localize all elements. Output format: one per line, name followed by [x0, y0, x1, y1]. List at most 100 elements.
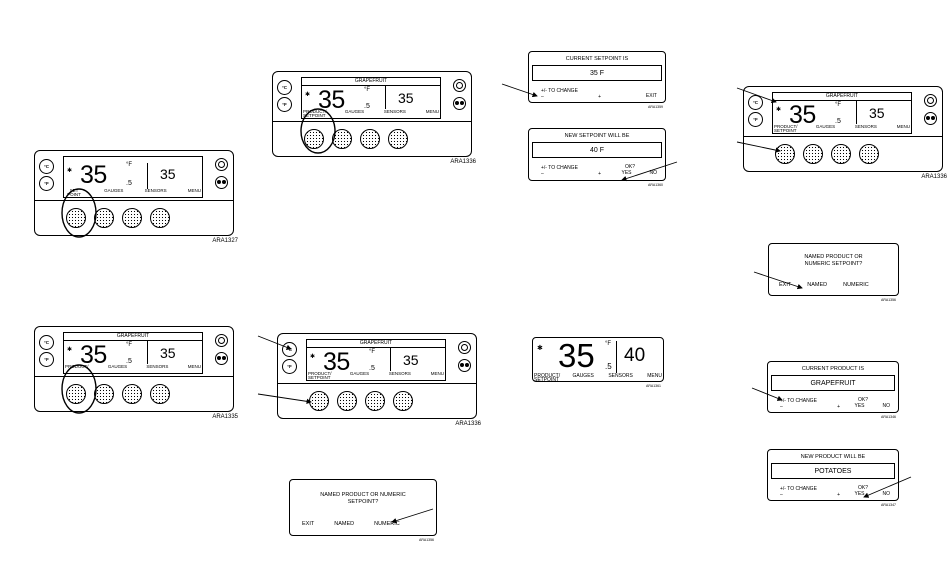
plus-key-label[interactable]: + — [598, 94, 601, 100]
display-separator — [616, 341, 617, 373]
setpoint-value: 35 — [869, 105, 885, 121]
setpoint-value: 35 — [398, 90, 414, 106]
soft-key-4-button[interactable] — [388, 129, 408, 149]
plus-key-label[interactable]: + — [837, 492, 840, 498]
soft-key-1-button[interactable] — [309, 391, 329, 411]
temperature-f-icon[interactable]: °F — [282, 359, 297, 374]
controller-divider — [743, 136, 943, 137]
snowflake-icon: ✱ — [67, 347, 73, 353]
temperature-decimal: .5 — [126, 358, 132, 365]
soft-key-labels: PRODUCT/ SETPOINT GAUGES SENSORS MENU — [774, 124, 910, 133]
controller-panel-product: °C °F GRAPEFRUIT ✱ 35 °F .5 35 PRODUCT/ … — [277, 333, 481, 427]
product-name: GRAPEFRUIT — [64, 333, 202, 341]
exit-key-label[interactable]: EXIT — [779, 282, 792, 288]
yes-key-label[interactable]: YES — [854, 491, 865, 497]
plus-key-label[interactable]: + — [837, 404, 840, 410]
temperature-f-icon[interactable]: °F — [39, 352, 54, 367]
numeric-key-label[interactable]: NUMERIC — [374, 521, 400, 527]
snowflake-icon: ✱ — [67, 168, 73, 174]
soft-key-labels: PRODUCT/ SETPOINT GAUGES SENSORS MENU — [303, 109, 439, 118]
figure-code: ARA1335 — [212, 414, 238, 420]
setpoint-value: 35 — [160, 166, 176, 182]
temperature-f-icon[interactable]: °F — [748, 112, 763, 127]
soft-key-1-button[interactable] — [775, 144, 795, 164]
screen-question: NAMED PRODUCT OR NUMERIC SETPOINT? — [320, 492, 406, 505]
soft-key-1-button[interactable] — [66, 384, 86, 404]
temperature-decimal: .5 — [369, 365, 375, 372]
on-off-icon[interactable] — [215, 352, 228, 365]
defrost-icon[interactable] — [924, 94, 937, 107]
temperature-c-icon[interactable]: °C — [39, 159, 54, 174]
setpoint-value: 40 — [624, 345, 646, 366]
controller-divider — [34, 376, 234, 377]
soft-key-3-button[interactable] — [122, 208, 142, 228]
change-hint: +/- TO CHANGE — [541, 88, 578, 94]
temperature-f-icon[interactable]: °F — [39, 176, 54, 191]
soft-key-label: MENU — [187, 364, 201, 369]
exit-key-label[interactable]: EXIT — [645, 93, 657, 99]
snowflake-icon: ✱ — [310, 354, 316, 360]
temperature-f-icon[interactable]: °F — [277, 97, 292, 112]
figure-code: ARA1336 — [455, 421, 481, 427]
figure-code: ARA1359 — [648, 105, 663, 109]
named-key-label[interactable]: NAMED — [334, 521, 355, 527]
temperature-c-icon[interactable]: °C — [277, 80, 292, 95]
soft-key-2-button[interactable] — [94, 208, 114, 228]
soft-key-3-button[interactable] — [122, 384, 142, 404]
minus-key-label[interactable]: – — [541, 171, 544, 177]
temperature-decimal: .5 — [126, 180, 132, 187]
on-off-icon[interactable] — [215, 176, 228, 189]
setpoint-value: 35 — [403, 352, 419, 368]
soft-key-4-button[interactable] — [150, 208, 170, 228]
on-off-icon[interactable] — [453, 97, 466, 110]
soft-key-3-button[interactable] — [831, 144, 851, 164]
soft-key-2-button[interactable] — [803, 144, 823, 164]
on-off-icon[interactable] — [924, 112, 937, 125]
soft-key-label: SET POINT — [67, 188, 81, 197]
minus-key-label[interactable]: – — [780, 492, 783, 498]
controller-panel-product: °C °F GRAPEFRUIT ✱ 35 °F .5 35 PRODUCT/ … — [34, 326, 238, 420]
ok-prompt: OK? — [857, 397, 868, 403]
temperature-c-icon[interactable]: °C — [282, 342, 297, 357]
temperature-c-icon[interactable]: °C — [39, 335, 54, 350]
yes-key-label[interactable]: YES — [621, 170, 632, 176]
controller-divider — [34, 200, 234, 201]
defrost-icon[interactable] — [215, 158, 228, 171]
no-key-label[interactable]: NO — [882, 491, 891, 497]
minus-key-label[interactable]: – — [780, 404, 783, 410]
no-key-label[interactable]: NO — [882, 403, 891, 409]
temperature-c-icon[interactable]: °C — [748, 95, 763, 110]
current-temperature: 35 — [789, 101, 816, 129]
soft-key-4-button[interactable] — [859, 144, 879, 164]
defrost-icon[interactable] — [458, 341, 471, 354]
soft-key-labels: PRODUCT/ GAUGES SENSORS MENU — [65, 364, 201, 372]
no-key-label[interactable]: NO — [649, 170, 658, 176]
current-temperature: 35 — [558, 337, 595, 374]
soft-key-labels: SET POINT GAUGES SENSORS MENU — [65, 188, 201, 197]
yes-key-label[interactable]: YES — [854, 403, 865, 409]
soft-key-1-button[interactable] — [66, 208, 86, 228]
soft-key-2-button[interactable] — [94, 384, 114, 404]
defrost-icon[interactable] — [215, 334, 228, 347]
screen-question: NAMED PRODUCT OR NUMERIC SETPOINT? — [804, 254, 863, 267]
soft-key-2-button[interactable] — [332, 129, 352, 149]
soft-key-3-button[interactable] — [360, 129, 380, 149]
option-keys: EXIT NAMED NUMERIC — [302, 521, 400, 527]
soft-key-1-button[interactable] — [304, 129, 324, 149]
defrost-icon[interactable] — [453, 79, 466, 92]
soft-key-4-button[interactable] — [393, 391, 413, 411]
minus-key-label[interactable]: – — [541, 94, 544, 100]
exit-key-label[interactable]: EXIT — [302, 521, 315, 527]
soft-key-label: PRODUCT/ SETPOINT — [774, 124, 798, 133]
numeric-key-label[interactable]: NUMERIC — [843, 282, 869, 288]
on-off-icon[interactable] — [458, 359, 471, 372]
soft-key-2-button[interactable] — [337, 391, 357, 411]
soft-key-4-button[interactable] — [150, 384, 170, 404]
soft-key-3-button[interactable] — [365, 391, 385, 411]
figure-code: ARA1356 — [881, 298, 896, 302]
named-key-label[interactable]: NAMED — [807, 282, 828, 288]
temperature-unit: °F — [126, 162, 133, 168]
soft-key-labels: PRODUCT/ SETPOINT GAUGES SENSORS MENU — [308, 371, 444, 380]
display-separator — [147, 163, 148, 189]
plus-key-label[interactable]: + — [598, 171, 601, 177]
